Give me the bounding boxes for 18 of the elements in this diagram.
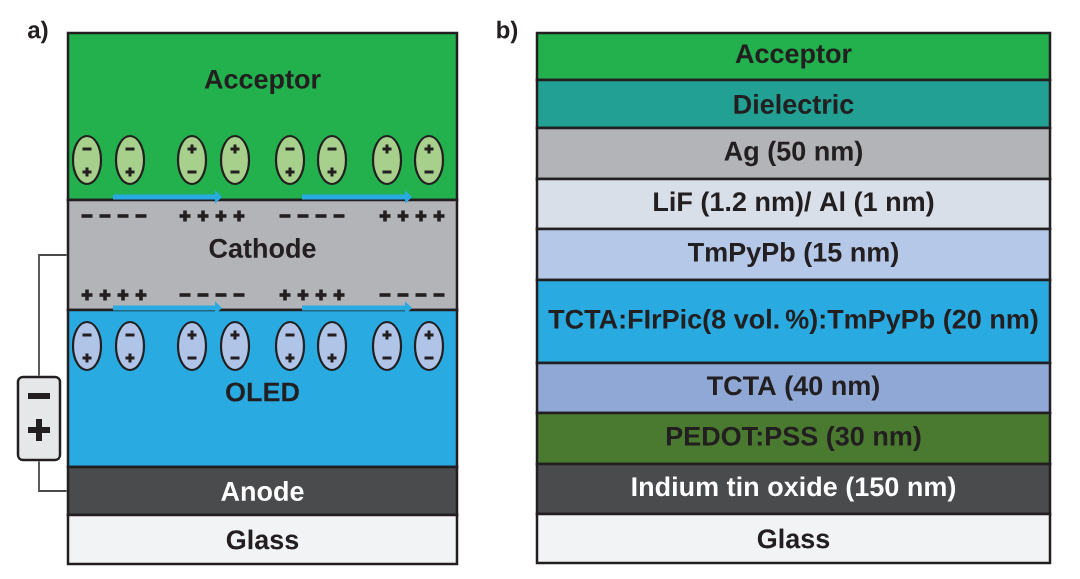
layer-band: LiF (1.2 nm)/ Al (1 nm) — [535, 177, 1052, 231]
layer-band: Anode — [66, 465, 459, 517]
layer-band: PEDOT:PSS (30 nm) — [535, 411, 1052, 466]
layer-band: Indium tin oxide (150 nm) — [535, 462, 1052, 516]
layer-band: TCTA:FIrPic(8 vol. %):TmPyPb (20 nm) — [535, 278, 1052, 365]
layer-band: Glass — [535, 512, 1052, 565]
layer-band: Acceptor — [535, 31, 1052, 82]
layer-band: Dielectric — [535, 78, 1052, 130]
layer-band: TmPyPb (15 nm) — [535, 227, 1052, 282]
layer-band: TCTA (40 nm) — [535, 361, 1052, 415]
battery-symbol — [16, 375, 62, 462]
layer-band: Glass — [66, 513, 459, 566]
layer-band: Cathode — [66, 198, 459, 312]
layer-band: Ag (50 nm) — [535, 126, 1052, 181]
panel-label: a) — [28, 20, 48, 44]
panel-label: b) — [497, 20, 518, 44]
wire — [38, 254, 68, 377]
wire — [38, 460, 68, 492]
